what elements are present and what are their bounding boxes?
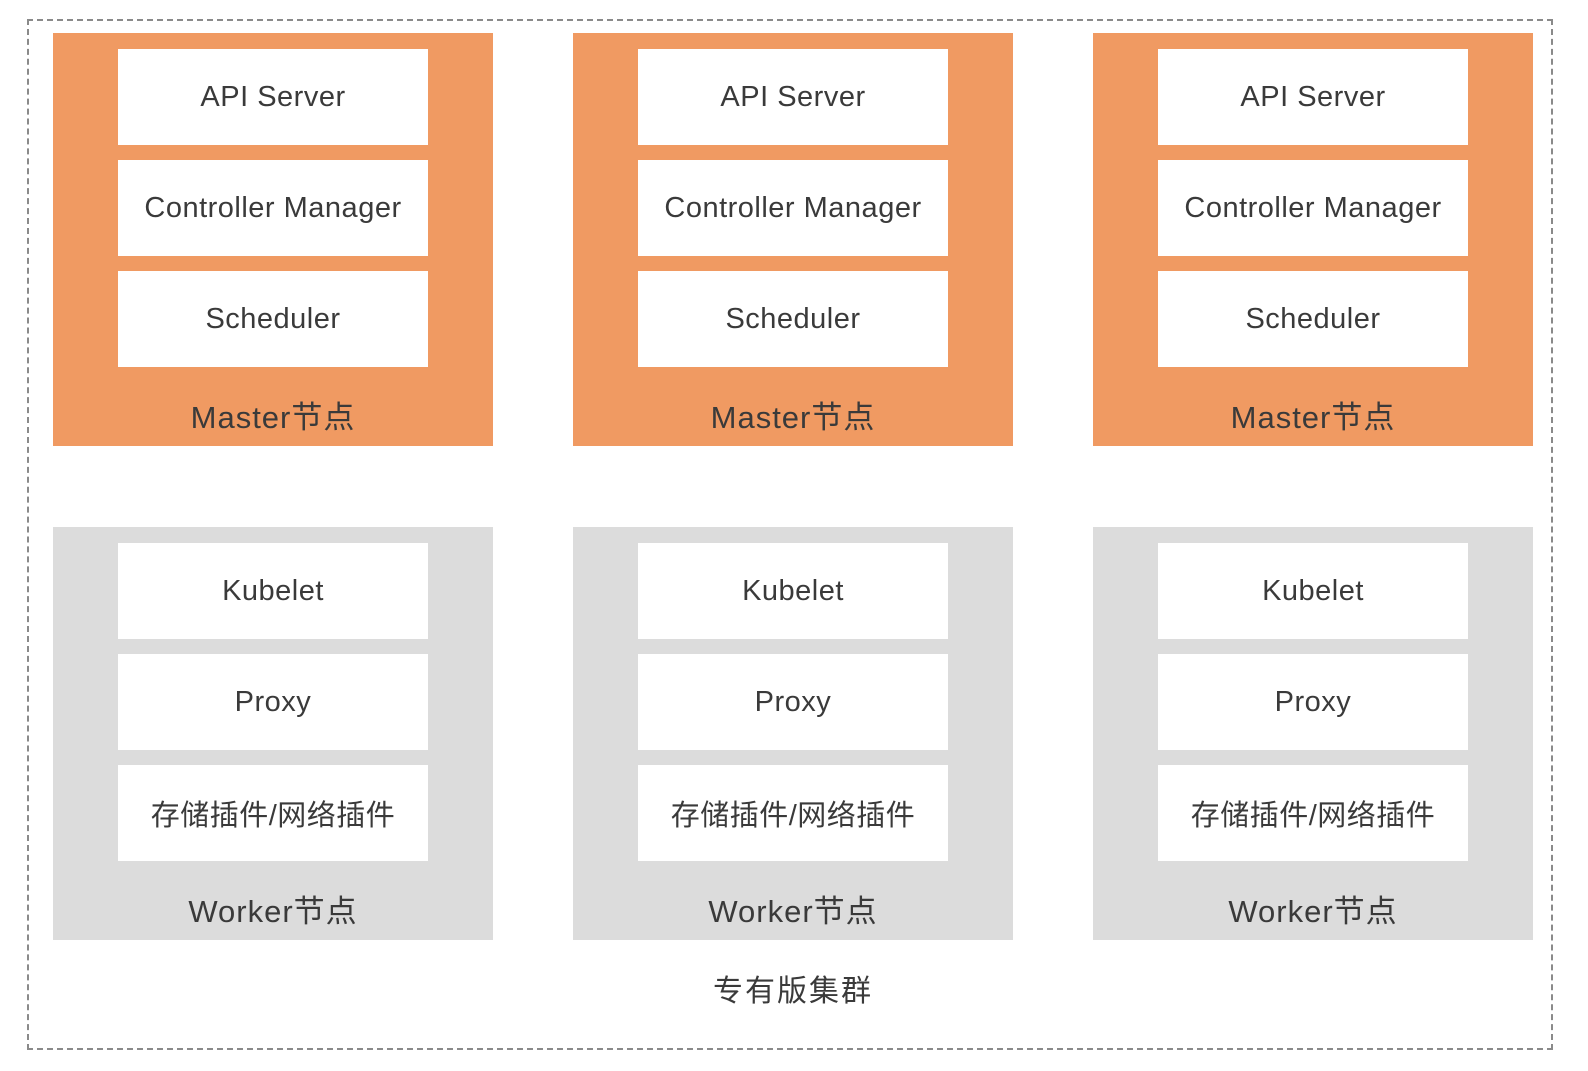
component-kubelet: Kubelet: [118, 543, 428, 639]
component-api-server: API Server: [1158, 49, 1468, 145]
master-node-label: Master节点: [710, 399, 876, 435]
master-node-3: API Server Controller Manager Scheduler …: [1093, 33, 1533, 446]
component-proxy: Proxy: [1158, 654, 1468, 750]
component-kubelet: Kubelet: [1158, 543, 1468, 639]
master-row: API Server Controller Manager Scheduler …: [53, 33, 1533, 446]
worker-node-label: Worker节点: [188, 893, 358, 929]
component-proxy: Proxy: [638, 654, 948, 750]
worker-node-1: Kubelet Proxy 存储插件/网络插件 Worker节点: [53, 527, 493, 940]
component-storage-network-plugins: 存储插件/网络插件: [1158, 765, 1468, 861]
component-scheduler: Scheduler: [118, 271, 428, 367]
cluster-dashed-boundary: API Server Controller Manager Scheduler …: [27, 19, 1553, 1050]
component-storage-network-plugins: 存储插件/网络插件: [638, 765, 948, 861]
component-api-server: API Server: [638, 49, 948, 145]
component-api-server: API Server: [118, 49, 428, 145]
master-node-label: Master节点: [1230, 399, 1396, 435]
master-node-1: API Server Controller Manager Scheduler …: [53, 33, 493, 446]
component-controller-manager: Controller Manager: [1158, 160, 1468, 256]
cluster-caption: 专有版集群: [713, 975, 873, 1008]
component-scheduler: Scheduler: [638, 271, 948, 367]
component-scheduler: Scheduler: [1158, 271, 1468, 367]
component-controller-manager: Controller Manager: [118, 160, 428, 256]
worker-row: Kubelet Proxy 存储插件/网络插件 Worker节点 Kubelet…: [53, 527, 1533, 940]
component-storage-network-plugins: 存储插件/网络插件: [118, 765, 428, 861]
worker-node-label: Worker节点: [708, 893, 878, 929]
component-kubelet: Kubelet: [638, 543, 948, 639]
component-controller-manager: Controller Manager: [638, 160, 948, 256]
component-proxy: Proxy: [118, 654, 428, 750]
master-node-label: Master节点: [190, 399, 356, 435]
master-node-2: API Server Controller Manager Scheduler …: [573, 33, 1013, 446]
worker-node-label: Worker节点: [1228, 893, 1398, 929]
worker-node-3: Kubelet Proxy 存储插件/网络插件 Worker节点: [1093, 527, 1533, 940]
worker-node-2: Kubelet Proxy 存储插件/网络插件 Worker节点: [573, 527, 1013, 940]
